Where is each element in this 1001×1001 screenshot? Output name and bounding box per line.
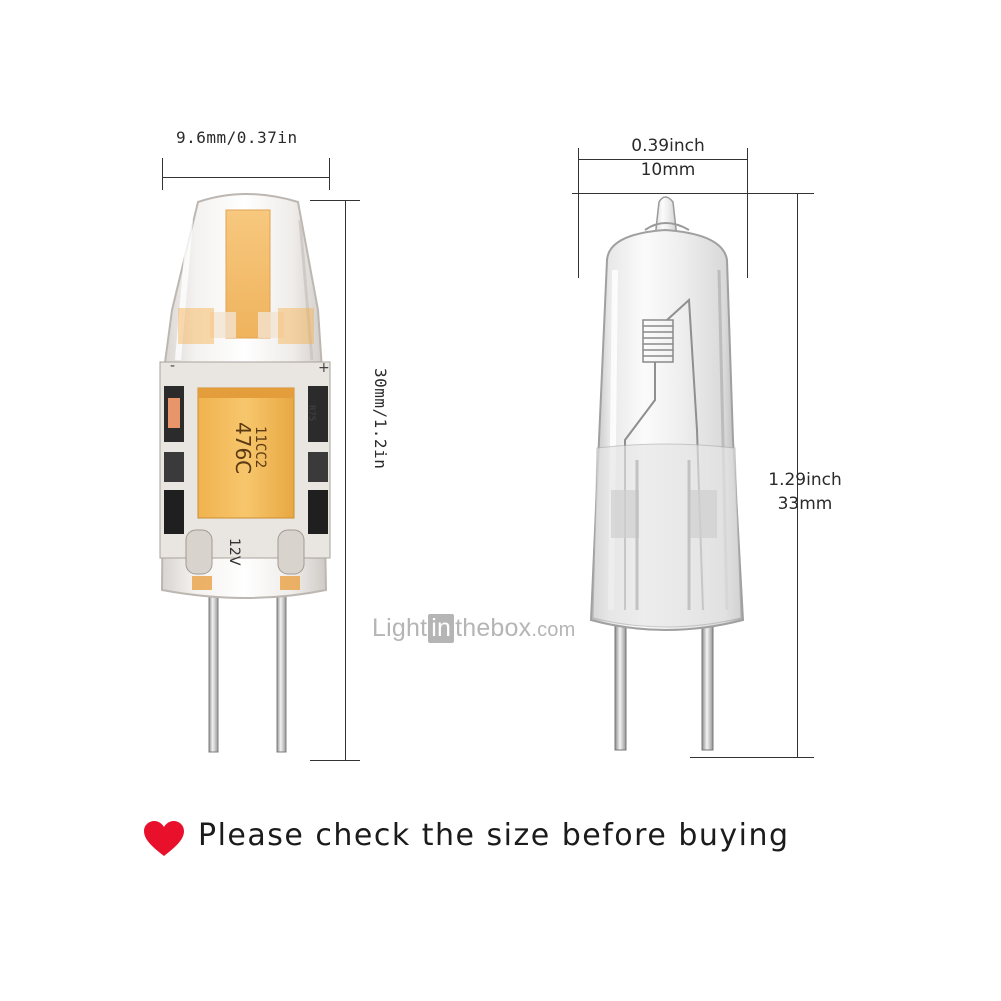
led-component [308,490,328,534]
right-width-tick-left [578,148,579,278]
left-height-label: 30mm/1.2in [371,368,390,470]
halogen-bulb-illustration [589,196,745,751]
right-height-label: 1.29inch 33mm [750,468,860,516]
led-voltage-mark: 12V [226,538,242,566]
halogen-glass-tip [654,196,678,239]
led-minus-mark: - [170,358,175,374]
led-component [308,452,328,482]
led-capacitor [197,387,295,519]
left-height-tick-top [310,200,360,201]
halogen-pin-right [701,609,714,751]
right-width-tick-right [747,148,748,278]
right-width-label: 0.39inch 10mm [598,134,738,182]
led-capacitor-text-2: 11CC2 [252,426,268,468]
left-width-line [162,177,330,178]
watermark-suffix: thebox [455,614,532,642]
right-height-line [797,193,798,758]
right-height-tick-bottom [690,757,814,758]
left-height-line [345,200,346,760]
right-height-inch: 1.29inch [768,470,842,490]
led-plus-mark: + [318,360,330,376]
watermark-boxed: in [428,614,455,643]
halogen-pinch-seal [592,443,742,628]
left-width-tick-left [162,158,163,190]
left-height-tick-bottom [310,760,360,761]
right-height-tick-top [572,193,814,194]
right-height-mm: 33mm [777,494,833,514]
halogen-pin-left [614,609,627,751]
led-component [164,452,184,482]
led-component [164,490,184,534]
left-width-tick-right [329,158,330,190]
heart-icon [144,821,184,856]
left-width-label: 9.6mm/0.37in [176,128,298,147]
right-width-line [578,159,748,160]
led-pin-right [276,589,287,753]
led-pin-left [208,589,219,753]
size-note: Please check the size before buying [198,818,790,853]
right-width-mm: 10mm [640,160,696,180]
right-width-inch: 0.39inch [631,136,705,156]
watermark-prefix: Light [372,614,428,642]
led-bulb-illustration: + - R75 476C 11CC2 12V [159,193,331,753]
led-capacitor-text-1: 476C [231,422,255,474]
watermark-tld: .com [531,619,576,641]
led-resistor-mark: R75 [306,405,316,421]
led-component [308,386,328,442]
